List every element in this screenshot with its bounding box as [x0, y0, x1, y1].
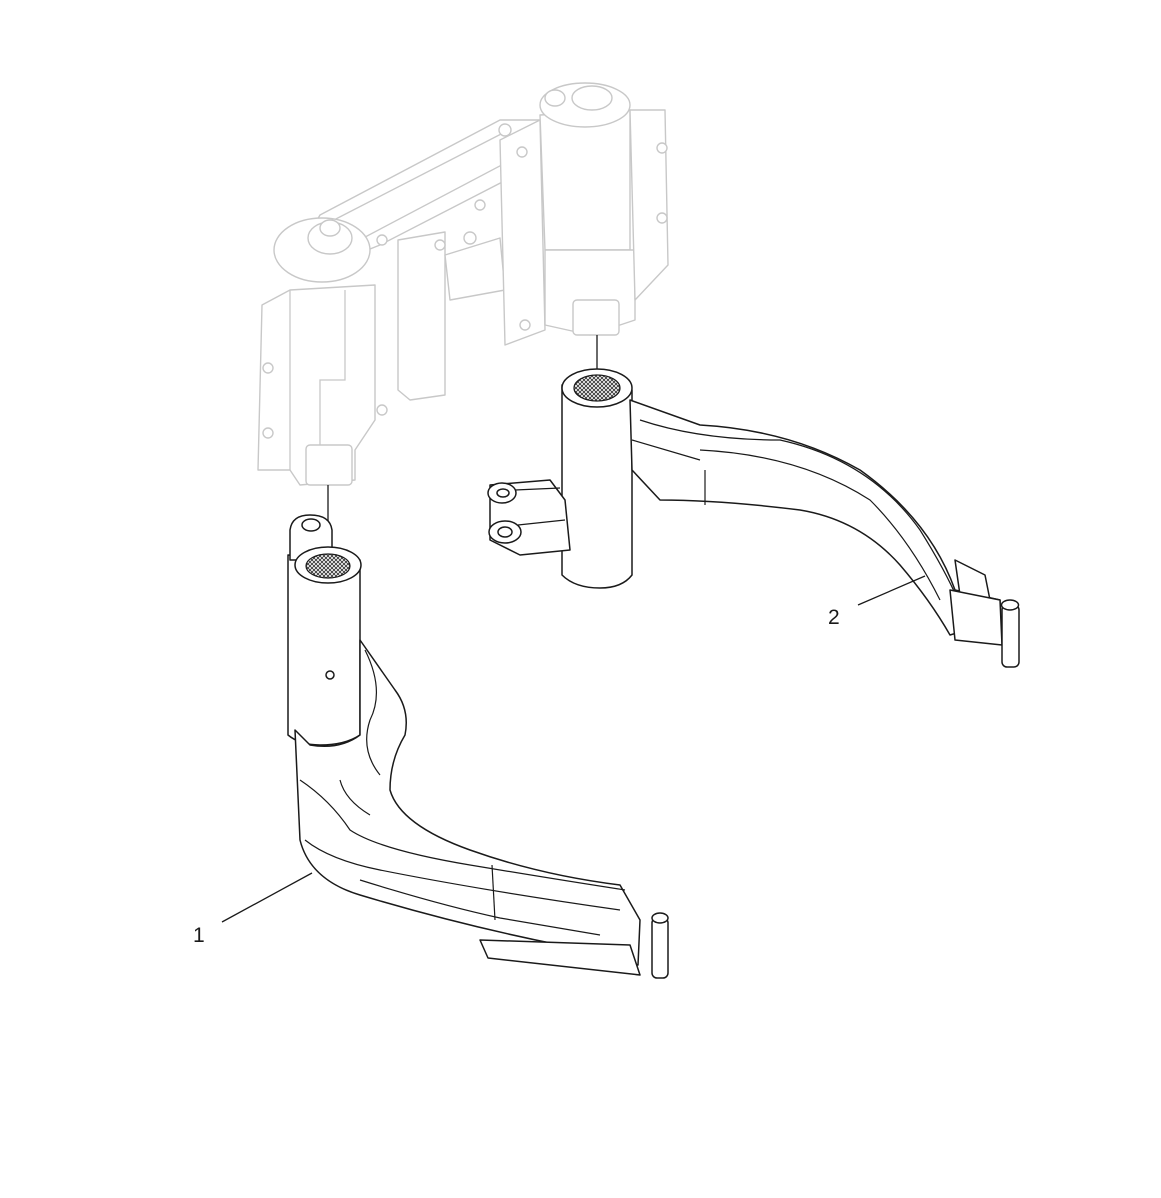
part-1-curved-arm [287, 514, 669, 979]
part-2-curved-arm [487, 368, 1020, 668]
callout-label-1: 1 [193, 924, 205, 947]
callout-label-2: 2 [828, 606, 840, 629]
mounting-assembly-ghost [257, 82, 669, 486]
callout-leader-1 [221, 872, 313, 923]
callout-leader-2 [857, 575, 926, 606]
